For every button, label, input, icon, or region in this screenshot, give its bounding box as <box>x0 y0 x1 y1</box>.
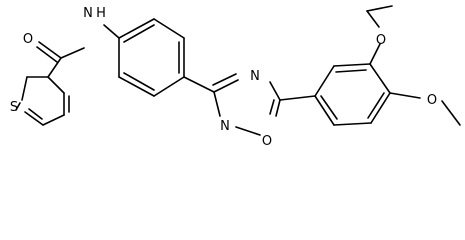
bond <box>103 24 120 39</box>
bond <box>389 92 421 99</box>
bond <box>153 76 185 97</box>
bond <box>153 18 185 39</box>
bond <box>213 91 221 117</box>
bond <box>320 95 338 120</box>
bond <box>21 76 28 101</box>
bond <box>269 81 281 101</box>
bond <box>36 46 58 63</box>
atom-label-n-oxadiazole-2: N <box>220 119 230 134</box>
bond <box>275 99 281 117</box>
bond <box>314 95 335 126</box>
bond <box>366 5 393 12</box>
bond <box>269 99 275 115</box>
bond <box>123 24 155 43</box>
bond <box>279 95 316 101</box>
bond <box>118 18 155 39</box>
chemical-structure-diagram: O N H S N N O O O <box>10 5 461 149</box>
bond-layer <box>15 5 461 136</box>
bond <box>314 65 335 97</box>
bond <box>38 41 62 59</box>
atom-label-n-amide: N <box>83 6 93 21</box>
bond <box>15 102 21 111</box>
bond <box>123 72 155 91</box>
bond <box>118 76 155 97</box>
atom-label-o-methoxy-lower: O <box>427 93 437 108</box>
bond <box>183 76 215 93</box>
bond <box>333 63 371 67</box>
atom-label-s-thiophene: S <box>10 100 18 115</box>
bond <box>367 92 385 119</box>
bond <box>42 114 65 126</box>
bond <box>212 73 237 86</box>
bond <box>47 57 62 78</box>
bond <box>369 43 381 65</box>
bond <box>441 100 461 126</box>
bond <box>60 47 85 59</box>
atom-label-o-oxadiazole-1: O <box>262 134 272 149</box>
atom-label-n-oxadiazole-4: N <box>250 69 260 84</box>
bond <box>335 69 367 73</box>
bond <box>369 63 391 94</box>
bond <box>24 111 44 126</box>
atom-label-layer: O N H S N N O O O <box>10 6 437 149</box>
atom-label-h-amide: H <box>96 6 106 21</box>
bond <box>235 126 261 136</box>
bond <box>47 76 65 94</box>
atom-label-o-carbonyl: O <box>23 32 33 47</box>
bond <box>28 108 43 120</box>
atom-label-o-methoxy-upper: O <box>376 33 386 48</box>
bond <box>333 122 372 126</box>
bond <box>366 10 380 28</box>
bond <box>213 79 239 93</box>
bond <box>370 92 391 124</box>
